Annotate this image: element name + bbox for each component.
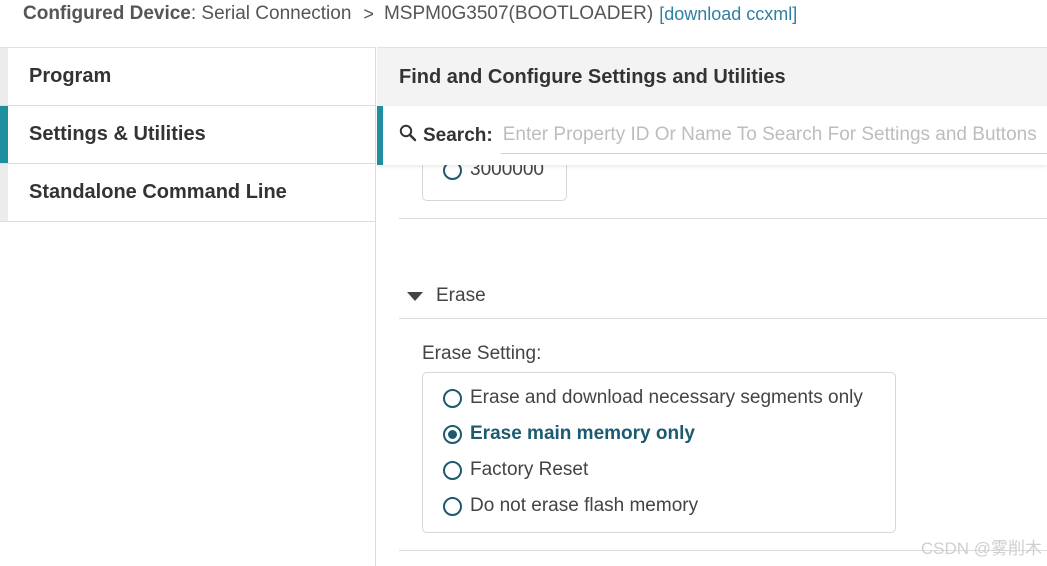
option-label: Erase and download necessary segments on…	[470, 387, 863, 408]
erase-setting-option-group: Erase and download necessary segments on…	[422, 372, 896, 533]
erase-option-factory-reset[interactable]: Factory Reset	[443, 459, 588, 481]
radio-button[interactable]	[443, 460, 462, 480]
divider	[399, 550, 1047, 551]
erase-section-toggle[interactable]: Erase	[407, 285, 486, 307]
divider	[399, 218, 1047, 219]
search-bar: Search:	[377, 106, 1047, 165]
sidebar-item-label: Program	[29, 65, 112, 87]
erase-option-do-not-erase[interactable]: Do not erase flash memory	[443, 495, 698, 517]
radio-button-checked[interactable]	[443, 424, 462, 444]
search-icon	[399, 124, 417, 147]
radio-button[interactable]	[443, 388, 462, 408]
caret-down-icon	[407, 291, 423, 301]
sidebar-item-program[interactable]: Program	[0, 48, 375, 106]
breadcrumb-configured-device: Configured Device	[23, 3, 191, 24]
breadcrumb: Configured Device : Serial Connection > …	[23, 3, 797, 25]
sidebar-item-settings-utilities[interactable]: Settings & Utilities	[0, 106, 375, 164]
chevron-right-icon: >	[363, 3, 374, 24]
download-ccxml-link[interactable]: [download ccxml]	[659, 3, 798, 24]
erase-section-title: Erase	[436, 285, 486, 306]
main-panel: Find and Configure Settings and Utilitie…	[377, 47, 1047, 566]
breadcrumb-device: MSPM0G3507(BOOTLOADER)	[383, 3, 654, 24]
sidebar-item-label: Settings & Utilities	[29, 123, 206, 145]
divider	[399, 318, 1047, 319]
sidebar-item-label: Standalone Command Line	[29, 181, 287, 203]
erase-setting-label: Erase Setting:	[422, 343, 542, 364]
breadcrumb-connection: : Serial Connection	[190, 3, 352, 24]
option-label: Factory Reset	[470, 459, 589, 480]
search-input[interactable]	[500, 117, 1047, 154]
radio-button[interactable]	[443, 496, 462, 516]
erase-option-main-memory[interactable]: Erase main memory only	[443, 423, 695, 445]
option-label: Erase main memory only	[470, 423, 695, 444]
search-label: Search:	[423, 124, 493, 146]
erase-option-necessary-segments[interactable]: Erase and download necessary segments on…	[443, 387, 863, 409]
watermark: CSDN @雾削木	[920, 539, 1042, 558]
option-label: Do not erase flash memory	[470, 495, 699, 516]
top-bar: Configured Device : Serial Connection > …	[0, 0, 1047, 47]
sidebar: Program Settings & Utilities Standalone …	[0, 47, 376, 566]
sidebar-item-standalone-command-line[interactable]: Standalone Command Line	[0, 164, 375, 222]
page-title: Find and Configure Settings and Utilitie…	[377, 47, 1047, 106]
